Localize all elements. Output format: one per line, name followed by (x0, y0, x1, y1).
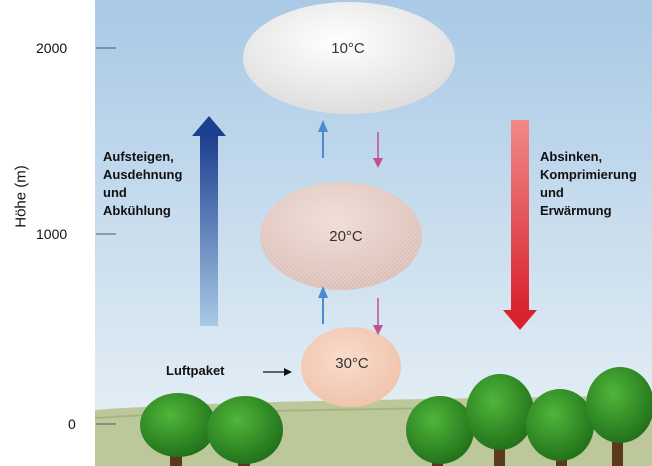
sinking-line: und (540, 185, 564, 200)
tree-group-left (140, 393, 283, 466)
parcel-label: Luftpaket (166, 363, 225, 378)
parcel-bottom-cloud (301, 327, 401, 407)
sinking-description: Absinken, Komprimierung und Erwärmung (540, 148, 637, 220)
parcel-top-temperature: 10°C (331, 40, 365, 57)
rising-line: Ausdehnung (103, 167, 183, 182)
tree-crown (207, 396, 283, 464)
rising-description: Aufsteigen, Ausdehnung und Abkühlung (103, 148, 182, 220)
tree-crown (140, 393, 216, 457)
tree-crown (586, 367, 652, 443)
small-up-arrow-lower (318, 286, 328, 324)
tree-crown (406, 396, 474, 464)
tree-group-right (406, 367, 652, 466)
rising-line: und (103, 185, 127, 200)
rising-line: Abkühlung (103, 203, 171, 218)
tick-label-0: 0 (68, 416, 76, 432)
sinking-arrow (503, 120, 537, 330)
tick-label-1000: 1000 (36, 226, 68, 242)
axis-title: Höhe (m) (12, 165, 30, 228)
small-down-arrow-upper (373, 132, 383, 168)
parcel-bottom-temperature: 30°C (335, 355, 369, 372)
sinking-line: Komprimierung (540, 167, 637, 182)
small-down-arrow-lower (373, 298, 383, 335)
sinking-line: Absinken, (540, 149, 603, 164)
parcel-middle-temperature: 20°C (329, 228, 363, 245)
small-up-arrow-upper (318, 120, 328, 158)
tree-crown (466, 374, 534, 450)
tick-label-2000: 2000 (36, 40, 68, 56)
rising-line: Aufsteigen, (103, 149, 174, 164)
sinking-line: Erwärmung (540, 203, 612, 218)
tree-crown (526, 389, 594, 461)
parcel-pointer-arrow (263, 368, 292, 376)
rising-arrow (192, 116, 226, 326)
